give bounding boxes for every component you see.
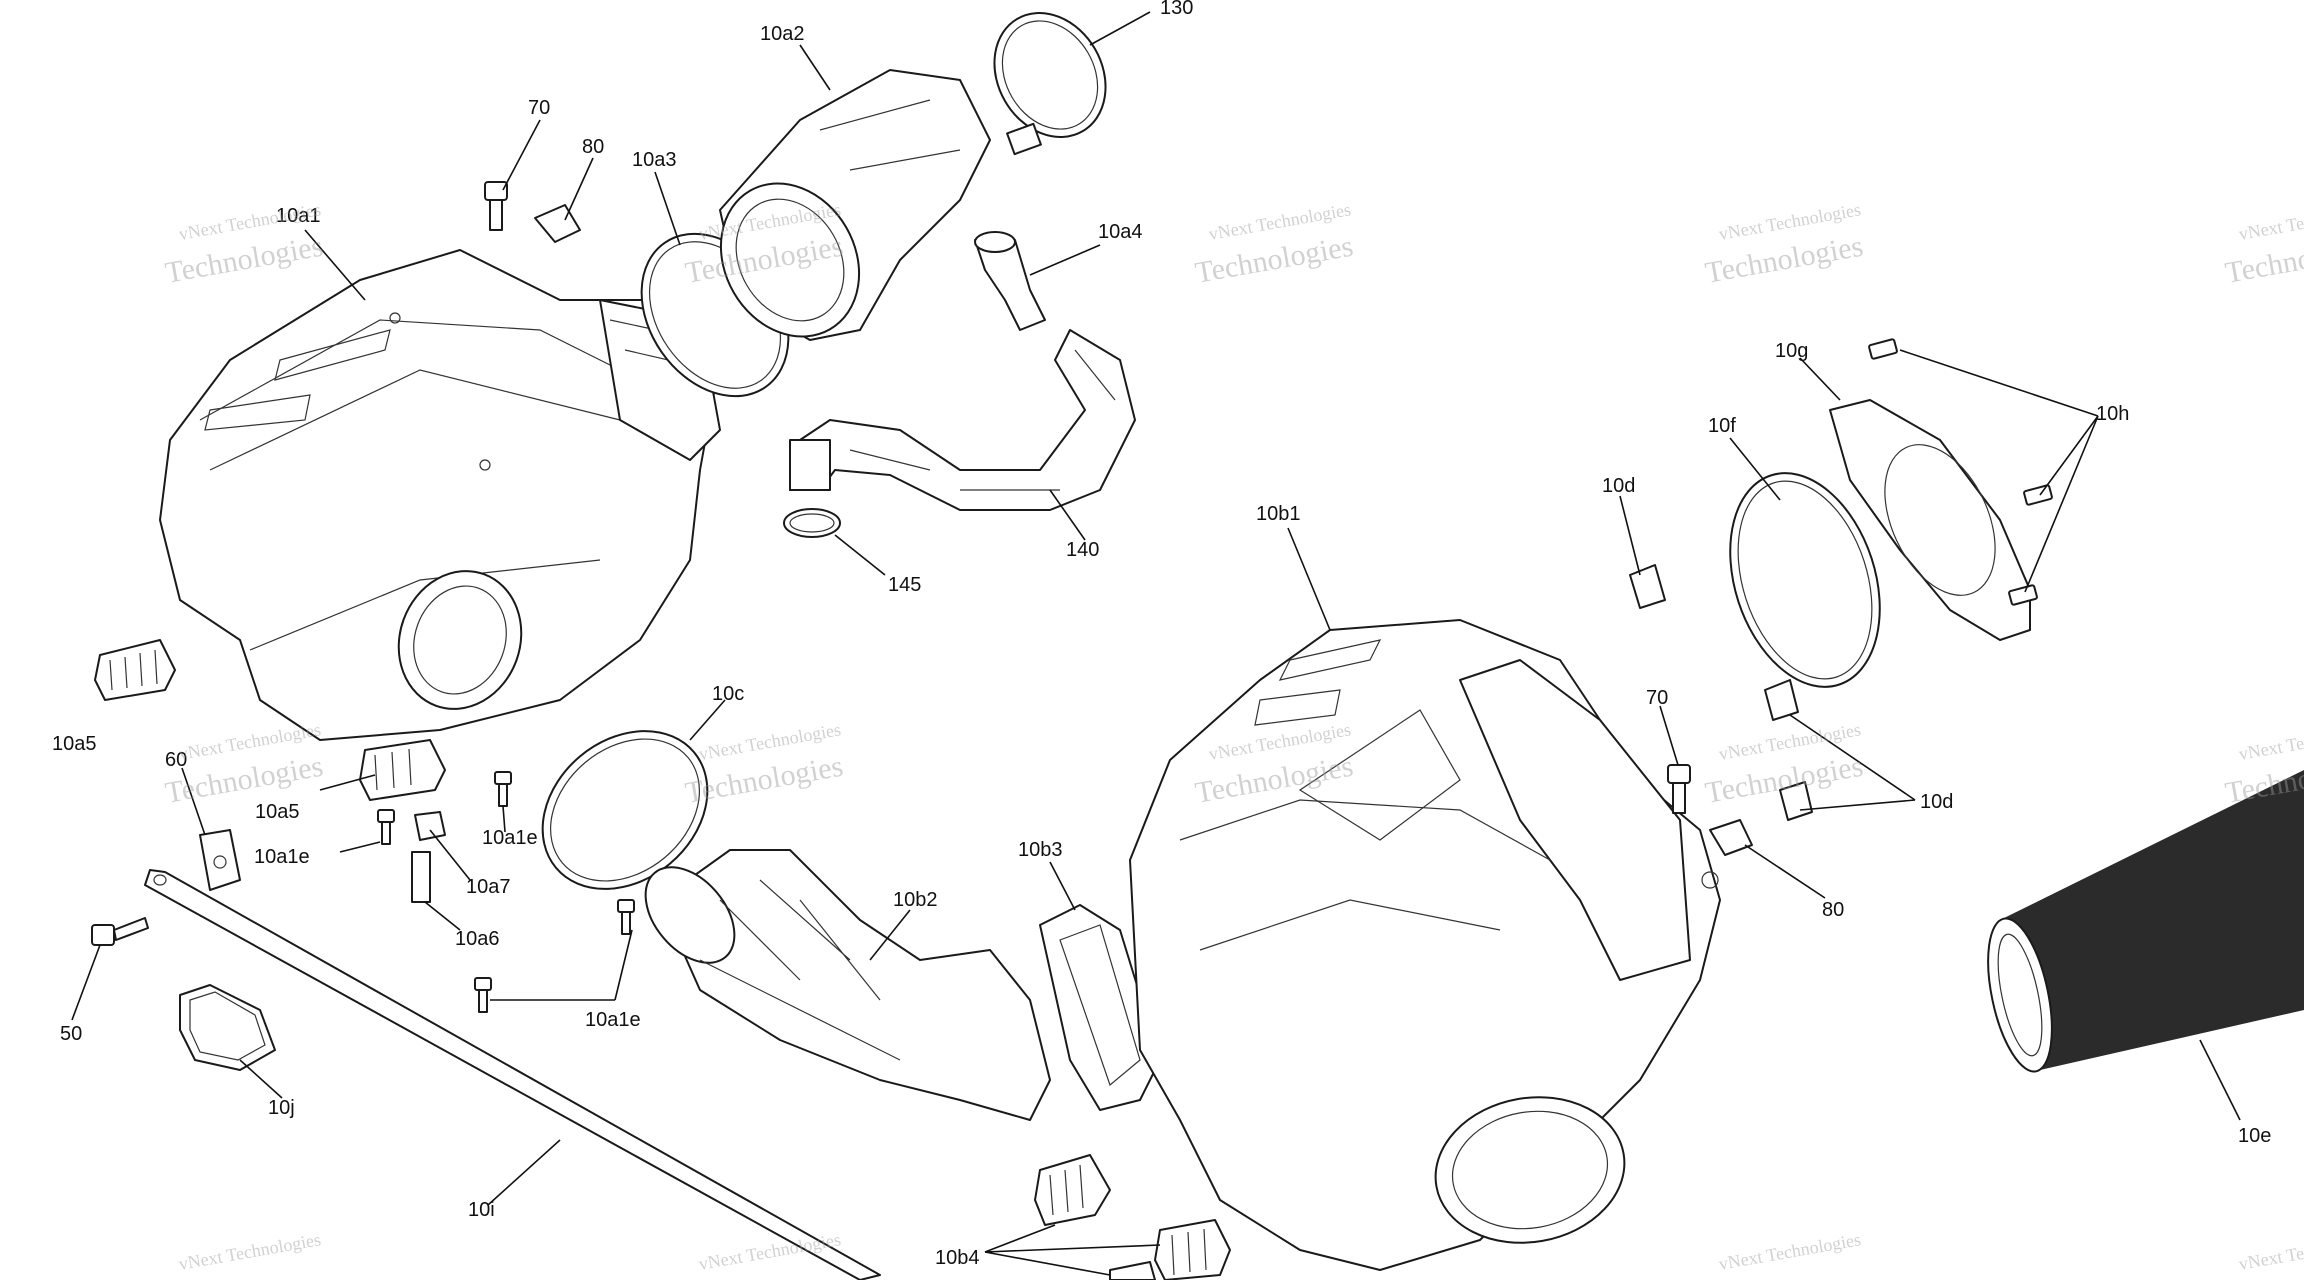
fitting-10a4 (974, 231, 1046, 331)
callout-60: 60 (165, 749, 187, 771)
callout-140: 140 (1066, 539, 1099, 561)
callout-10a5-left: 10a5 (52, 733, 97, 755)
watermark-9: vNext Technologies Technologies (1703, 719, 1866, 810)
callout-10a5-mid: 10a5 (255, 801, 300, 823)
hose-140 (789, 329, 1136, 511)
svg-text:vNext Technologies: vNext Technologies (177, 1229, 322, 1274)
callout-10a1e-c: 10a1e (585, 1009, 641, 1031)
callout-80-right: 80 (1822, 899, 1844, 921)
bolt-10a1e-a (377, 809, 395, 845)
callout-10g: 10g (1775, 340, 1808, 362)
callout-10b2: 10b2 (893, 889, 938, 911)
callout-145: 145 (888, 574, 921, 596)
hose-clamp-130 (993, 11, 1107, 156)
clip-10d-mid (1764, 679, 1799, 721)
screw-10h-a (1868, 338, 1898, 360)
watermark-1: vNext Technologies Technologies (163, 199, 326, 290)
callout-10a1e-b: 10a1e (482, 827, 538, 849)
watermark-4: vNext Technologies Technologies (1703, 199, 1866, 290)
callout-10b1: 10b1 (1256, 503, 1301, 525)
strap-10i (144, 869, 881, 1280)
svg-text:vNext Technologies: vNext Technologies (697, 1229, 842, 1274)
intake-duct-10a2 (719, 69, 991, 341)
spacer-10a6 (411, 851, 431, 903)
watermark-12: vNext Technologies (697, 1229, 842, 1274)
bolt-70-right (1667, 764, 1691, 814)
intake-duct-10b2 (644, 849, 1051, 1121)
watermark-13: vNext Technologies (1717, 1229, 1862, 1274)
svg-text:vNext Technologies: vNext Technologies (2237, 1229, 2304, 1274)
bolt-10a1e-b (494, 771, 512, 807)
connector-10b4-c (1109, 1261, 1156, 1280)
callout-10i: 10i (468, 1199, 495, 1221)
svg-text:vNext Technologies: vNext Technologies (2237, 719, 2304, 764)
callout-130: 130 (1160, 0, 1193, 19)
callout-80-top: 80 (582, 136, 604, 158)
callout-50: 50 (60, 1023, 82, 1045)
watermark-3: vNext Technologies Technologies (1193, 199, 1356, 290)
callout-10e: 10e (2238, 1125, 2271, 1147)
gasket-10b3 (1039, 904, 1161, 1111)
screw-10h-c (2008, 584, 2038, 606)
watermark-5: vNext Technologies Technologies (2223, 199, 2304, 290)
clip-10d-low (1779, 781, 1813, 821)
airbox-housing-10a1 (159, 249, 721, 741)
connector-10b4-b (1154, 1219, 1231, 1280)
bolt-70-top (484, 181, 508, 231)
cover-10g (1829, 399, 2031, 641)
callout-10a6: 10a6 (455, 928, 500, 950)
nut-clip-80-top (534, 204, 581, 243)
leader-lines (71, 11, 2241, 1276)
callout-10d-right: 10d (1920, 791, 1953, 813)
clamp-10j (179, 984, 276, 1071)
airbox-housing-10b1 (1129, 619, 1721, 1271)
nut-60 (199, 829, 241, 891)
callout-70-top: 70 (528, 97, 550, 119)
callout-10d-top: 10d (1602, 475, 1635, 497)
callout-10f: 10f (1708, 415, 1736, 437)
bolt-10a1e-c (617, 899, 635, 935)
watermark-10: vNext Technologies Technologies (2223, 719, 2304, 810)
seal-ring-10f (1729, 472, 1881, 688)
callout-10a7: 10a7 (466, 876, 511, 898)
watermark-7: vNext Technologies Technologies (683, 719, 846, 810)
connector-10a5-left (94, 639, 176, 701)
screw-10h-b (2023, 484, 2053, 506)
callout-10c: 10c (712, 683, 744, 705)
callout-10a2: 10a2 (760, 23, 805, 45)
bolt-10a1e-d (474, 977, 492, 1013)
clip-10a7 (414, 811, 446, 841)
nut-clip-80-right (1709, 819, 1753, 856)
callout-10a1e-a: 10a1e (254, 846, 310, 868)
connector-10b4-a (1034, 1154, 1111, 1226)
svg-text:vNext Technologies: vNext Technologies (2237, 199, 2304, 244)
seal-ring-10c (541, 730, 709, 890)
watermark-14: vNext Technologies (2237, 1229, 2304, 1274)
callout-10b3: 10b3 (1018, 839, 1063, 861)
callout-10j: 10j (268, 1097, 295, 1119)
svg-text:vNext Technologies: vNext Technologies (1717, 1229, 1862, 1274)
callout-70-right: 70 (1646, 687, 1668, 709)
filter-element-10e (1987, 770, 2304, 1073)
clamp-145 (783, 508, 841, 538)
callout-10b4: 10b4 (935, 1247, 980, 1269)
bolt-50 (91, 917, 149, 946)
watermark-11: vNext Technologies (177, 1229, 322, 1274)
callout-10h: 10h (2096, 403, 2129, 425)
callout-10a1: 10a1 (276, 205, 321, 227)
connector-10a5-mid (359, 739, 446, 801)
callout-10a4: 10a4 (1098, 221, 1143, 243)
callout-10a3: 10a3 (632, 149, 677, 171)
clip-10d-top (1629, 564, 1666, 609)
